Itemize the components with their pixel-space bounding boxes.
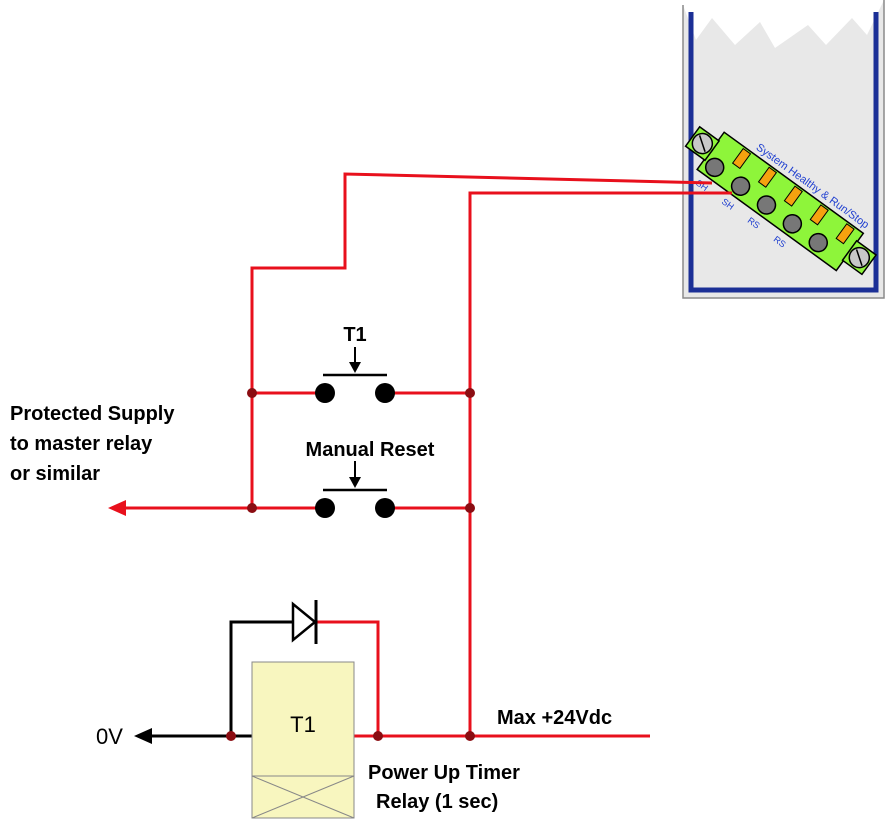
manual-reset-label: Manual Reset	[306, 439, 435, 461]
t1-contact	[315, 347, 395, 403]
timer-relay: T1	[251, 661, 355, 819]
junction-dot	[226, 731, 236, 741]
arrow-left-icon	[108, 500, 126, 516]
protected-supply-line-1: Protected Supply	[10, 403, 175, 425]
junction-dot	[465, 503, 475, 513]
max-voltage-label: Max +24Vdc	[497, 707, 612, 729]
contact-terminal	[375, 498, 395, 518]
junction-dot	[373, 731, 383, 741]
coil-body	[251, 661, 355, 777]
terminal-screws	[704, 157, 829, 253]
junction-dot	[247, 503, 257, 513]
coil-label: T1	[290, 712, 316, 737]
wire-diode-anode	[229, 620, 293, 736]
housing-shadow	[682, 0, 885, 299]
terminal-screw-icon	[808, 232, 829, 253]
orange-pins	[731, 147, 855, 245]
wire-diode-cathode	[315, 620, 380, 736]
protected-supply-line-2: to master relay	[10, 433, 153, 455]
junction-dots	[226, 388, 475, 741]
t1-contact-label: T1	[343, 324, 366, 346]
terminal-screw-icon	[782, 214, 803, 234]
terminal-connector: System Healthy & Run/Stop SH SH RS RS	[684, 125, 878, 276]
junction-dot	[465, 388, 475, 398]
arrow-left-icon	[134, 728, 152, 744]
timer-description-line-1: Power Up Timer	[368, 762, 520, 784]
terminal-screw-icon	[704, 157, 725, 178]
wire-sh1-to-left-bus	[250, 172, 713, 508]
junction-dot	[465, 731, 475, 741]
zero-volt-label: 0V	[96, 724, 123, 749]
red-wiring	[108, 172, 732, 738]
diode-triangle	[291, 601, 317, 643]
junction-dot	[247, 388, 257, 398]
timer-description-line-2: Relay (1 sec)	[376, 791, 498, 813]
terminal-screw-icon	[756, 195, 777, 215]
protected-supply-line-3: or similar	[10, 463, 100, 485]
contact-terminal	[315, 383, 335, 403]
contact-terminal	[375, 383, 395, 403]
manual-reset-button	[315, 461, 395, 518]
wire-sh2-to-right-bus	[468, 191, 732, 736]
contact-terminal	[315, 498, 335, 518]
terminal-screw-icon	[730, 176, 751, 196]
diode-symbol	[291, 600, 318, 644]
